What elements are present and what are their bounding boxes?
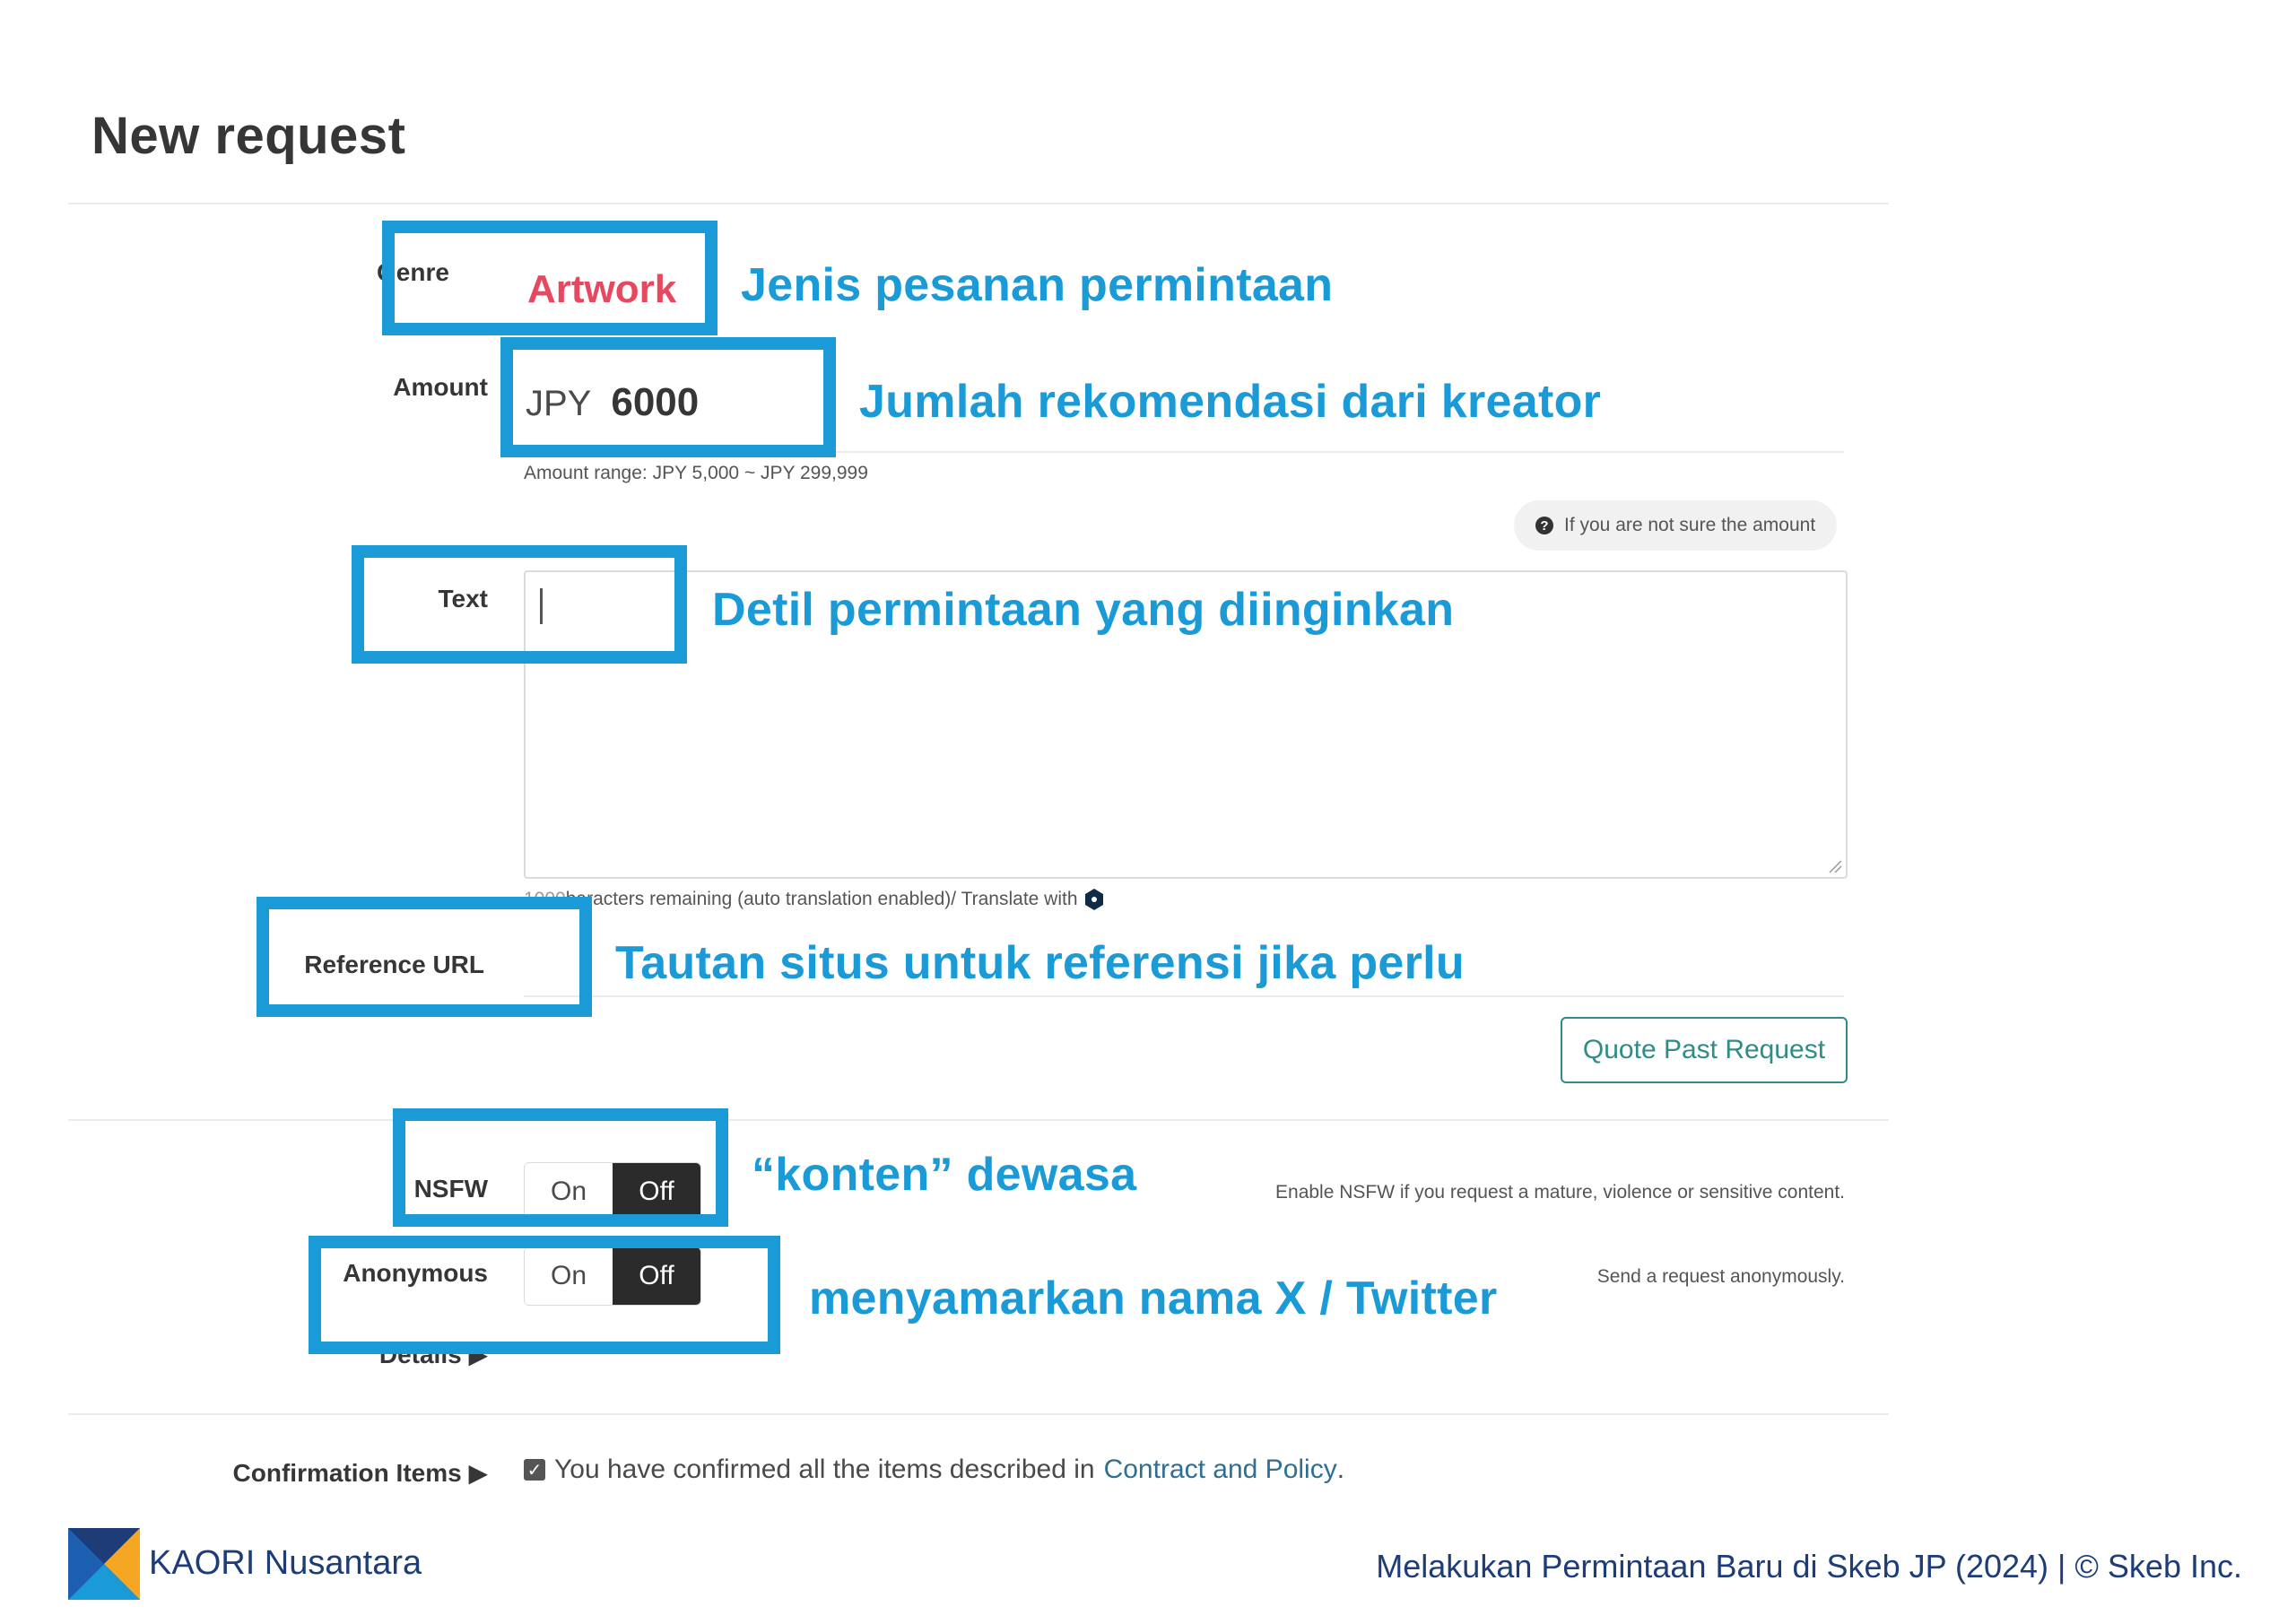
- confirmation-text: You have confirmed all the items describ…: [554, 1455, 1095, 1484]
- amount-range: Amount range: JPY 5,000 ~ JPY 299,999: [524, 463, 868, 483]
- annotation-nsfw: “konten” dewasa: [752, 1149, 1137, 1201]
- reference-url-highlight: [257, 897, 592, 1017]
- amount-input[interactable]: JPY 6000: [526, 380, 699, 425]
- contract-policy-link[interactable]: Contract and Policy: [1103, 1455, 1337, 1484]
- reference-url-underline: [524, 995, 1844, 997]
- genre-highlight: [382, 221, 718, 335]
- genre-value: Artwork: [527, 267, 677, 311]
- amount-currency: JPY: [526, 384, 592, 423]
- text-remaining-text: haracters remaining (auto translation en…: [565, 889, 1078, 909]
- footer-credit: Melakukan Permintaan Baru di Skeb JP (20…: [1376, 1548, 2242, 1585]
- footer-brand: KAORI Nusantara: [149, 1544, 422, 1582]
- annotation-genre: Jenis pesanan permintaan: [741, 259, 1334, 311]
- quote-past-request-button[interactable]: Quote Past Request: [1561, 1017, 1848, 1083]
- nsfw-on-option[interactable]: On: [525, 1163, 613, 1220]
- reference-url-label: Reference URL: [304, 951, 484, 978]
- annotation-reference-url: Tautan situs untuk referensi jika perlu: [615, 937, 1465, 989]
- nsfw-toggle[interactable]: On Off: [524, 1162, 701, 1221]
- text-highlight: [352, 545, 687, 664]
- divider: [68, 1413, 1889, 1415]
- question-circle-icon: ?: [1535, 517, 1553, 534]
- amount-value: 6000: [611, 380, 700, 424]
- resize-grip-icon[interactable]: [1828, 859, 1842, 873]
- amount-highlight: [500, 337, 836, 457]
- confirmation-items-toggle[interactable]: Confirmation Items ▶: [232, 1459, 488, 1487]
- anonymous-on-option[interactable]: On: [525, 1247, 613, 1305]
- annotation-anonymous: menyamarkan nama X / Twitter: [809, 1272, 1498, 1324]
- anonymous-toggle[interactable]: On Off: [524, 1246, 701, 1306]
- confirmation-row: ✓ You have confirmed all the items descr…: [524, 1455, 1344, 1485]
- divider: [68, 1119, 1889, 1121]
- amount-help-pill[interactable]: ? If you are not sure the amount: [1514, 500, 1838, 551]
- nsfw-highlight: [393, 1108, 728, 1227]
- amount-label: Amount: [393, 373, 488, 401]
- nsfw-off-option[interactable]: Off: [613, 1163, 700, 1220]
- anonymous-off-option[interactable]: Off: [613, 1247, 700, 1305]
- text-remaining: 1000 haracters remaining (auto translati…: [524, 888, 1105, 911]
- text-label: Text: [438, 585, 489, 612]
- translate-logo-icon[interactable]: [1083, 888, 1105, 911]
- annotation-amount: Jumlah rekomendasi dari kreator: [859, 376, 1602, 428]
- anonymous-highlight: [309, 1236, 780, 1354]
- anonymous-hint: Send a request anonymously.: [1596, 1266, 1845, 1287]
- nsfw-hint: Enable NSFW if you request a mature, vio…: [1275, 1182, 1845, 1203]
- text-caret: [540, 588, 543, 624]
- text-textarea[interactable]: [524, 570, 1848, 879]
- checkbox-checked-icon[interactable]: ✓: [524, 1459, 545, 1481]
- confirmation-suffix: .: [1336, 1455, 1345, 1484]
- annotation-text: Detil permintaan yang diinginkan: [712, 584, 1455, 636]
- anonymous-label: Anonymous: [343, 1259, 488, 1287]
- page-title: New request: [91, 107, 406, 165]
- amount-help-text: If you are not sure the amount: [1564, 515, 1816, 535]
- divider: [68, 203, 1889, 204]
- amount-underline: [524, 451, 1844, 453]
- kaori-logo-icon: [68, 1528, 140, 1600]
- nsfw-label: NSFW: [413, 1175, 488, 1203]
